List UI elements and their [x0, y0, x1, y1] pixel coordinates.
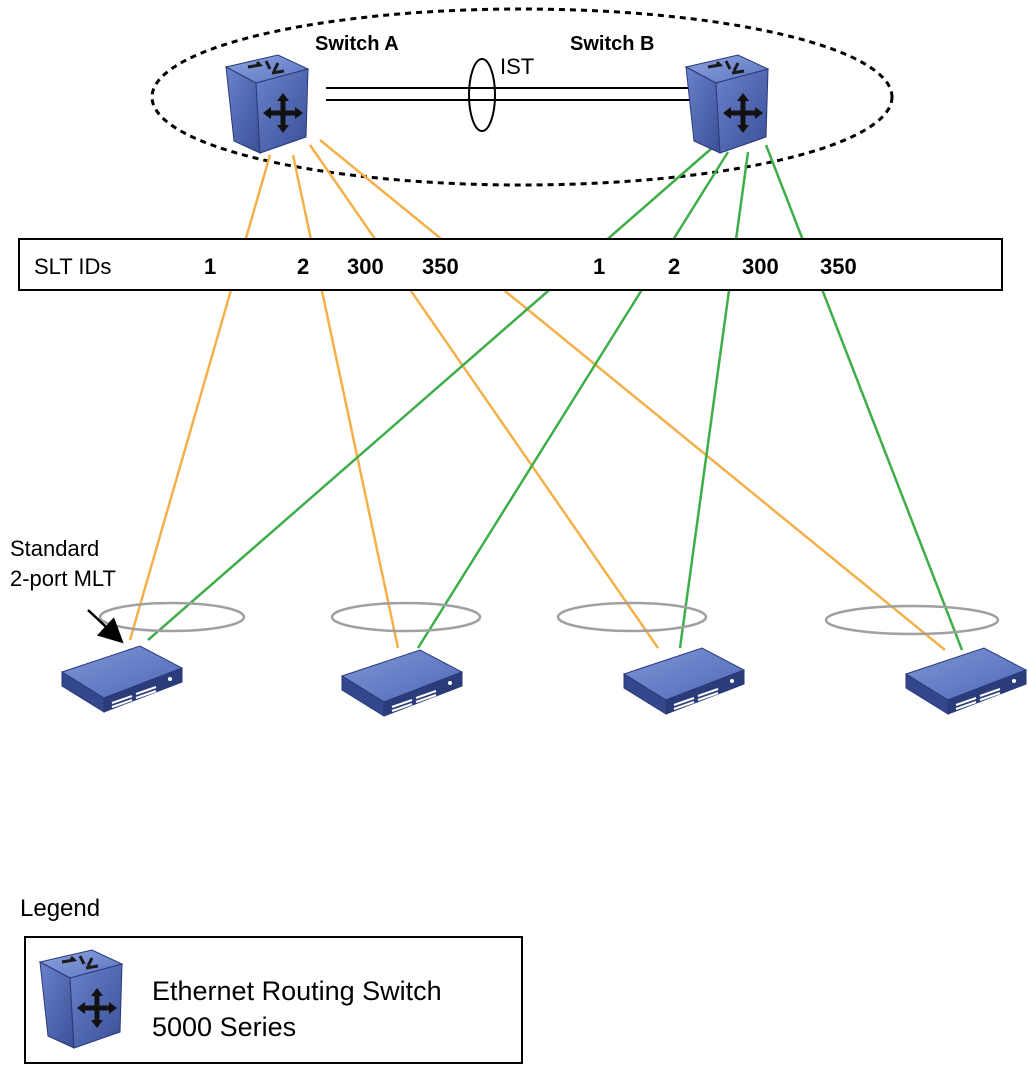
mlt-ellipse-3	[556, 601, 708, 633]
slt-b-id-1: 1	[593, 254, 605, 279]
link-a-slt-300	[308, 144, 660, 649]
switch-b-links	[147, 144, 964, 651]
slt-a-id-1: 1	[204, 254, 216, 279]
link-b-slt-1	[147, 147, 713, 641]
mlt-ellipse-1	[98, 601, 246, 633]
mlt-label-line1: Standard	[10, 536, 99, 561]
edge-switch-1-icon	[61, 645, 183, 713]
switch-a-label: Switch A	[315, 33, 399, 55]
slt-a-id-3: 300	[347, 254, 384, 279]
link-b-slt-300	[678, 151, 750, 649]
link-a-slt-1	[128, 154, 272, 641]
slt-b-id-2: 2	[668, 254, 680, 279]
legend-item-line2: 5000 Series	[152, 1012, 296, 1042]
edge-switch-3-icon	[623, 647, 745, 715]
mlt-ellipses	[98, 601, 1000, 636]
slt-ids-header: SLT IDs	[34, 254, 111, 279]
legend-switch-icon	[38, 948, 124, 1050]
ist-ellipse	[468, 58, 496, 132]
edge-switch-2-icon	[341, 649, 463, 717]
ist-label: IST	[500, 54, 534, 79]
switch-b-label: Switch B	[570, 33, 654, 55]
slt-a-id-4: 350	[422, 254, 459, 279]
link-a-slt-2	[291, 154, 400, 649]
mlt-ellipse-2	[330, 601, 482, 633]
legend-title: Legend	[20, 895, 100, 922]
link-b-slt-2	[416, 151, 730, 649]
arrow-icon	[87, 609, 124, 644]
mlt-ellipse-4	[824, 604, 1000, 636]
cluster-ellipse	[150, 7, 894, 187]
switch-b-icon	[684, 53, 770, 155]
edge-switch-4-icon	[905, 647, 1027, 715]
slt-ids-box	[18, 238, 1003, 291]
switch-a-links	[128, 139, 946, 651]
mlt-label-line2: 2-port MLT	[10, 566, 116, 591]
slt-a-id-2: 2	[297, 254, 309, 279]
link-b-slt-350	[764, 144, 964, 651]
legend-item-line1: Ethernet Routing Switch	[152, 976, 442, 1006]
slt-b-id-3: 300	[742, 254, 779, 279]
link-a-slt-350	[319, 139, 946, 651]
switch-a-icon	[224, 53, 310, 155]
slt-b-id-4: 350	[820, 254, 857, 279]
